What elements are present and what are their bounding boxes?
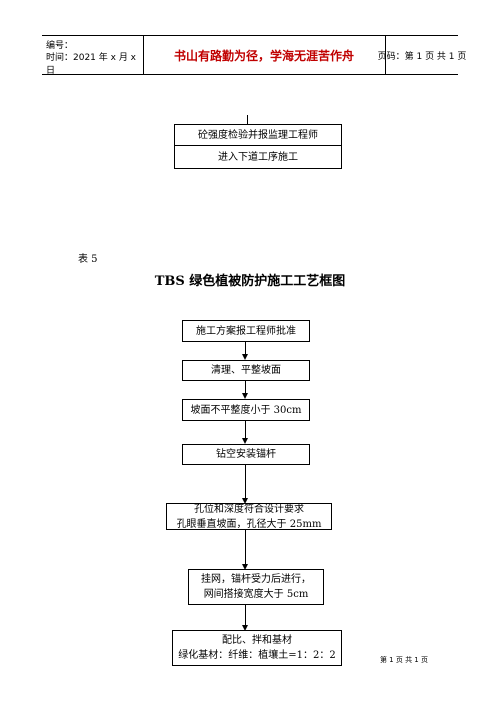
flow-connector-arrow xyxy=(242,498,248,504)
figure-title: TBS 绿色植被防护施工工艺框图 xyxy=(154,274,346,289)
flow-connector-line xyxy=(245,420,246,439)
flow-step-drill-anchor: 钻空安装锚杆 xyxy=(182,444,310,465)
top-flow-step-next-process: 进入下道工序施工 xyxy=(174,145,342,169)
flow-step-label: 坡面不平整度小于 30cm xyxy=(190,404,302,416)
flow-connector-line xyxy=(245,604,246,626)
flow-step-hole-requirements: 孔位和深度符合设计要求 孔眼垂直坡面，孔径大于 25mm xyxy=(166,503,332,530)
flow-connector-arrow xyxy=(242,625,248,631)
top-flow-step-label: 砼强度检验并报监理工程师 xyxy=(198,129,318,141)
table-label: 表 5 xyxy=(78,254,98,265)
flow-connector-line xyxy=(245,464,246,499)
flow-step-label: 绿化基材：纤维：植壤土=1：2：2 xyxy=(178,650,336,661)
top-flow-step-concrete-check: 砼强度检验并报监理工程师 xyxy=(174,124,342,146)
flow-connector-line xyxy=(245,529,246,565)
flow-connector-arrow xyxy=(242,354,248,360)
header-page-cell: 页码：第 1 页 共 1 页 xyxy=(378,36,467,74)
page-header: 编号： 时间：2021 年 x 月 x 日 书山有路勤为径，学海无涯苦作舟 页码… xyxy=(42,35,467,76)
flow-connector-line xyxy=(245,341,246,355)
flow-step-mix-substrate: 配比、拌和基材 绿化基材：纤维：植壤土=1：2：2 xyxy=(172,630,342,666)
flow-step-plan-approval: 施工方案报工程师批准 xyxy=(182,320,310,342)
header-page-info: 页码：第 1 页 共 1 页 xyxy=(377,51,467,62)
flow-step-label: 钻空安装锚杆 xyxy=(216,449,276,460)
flow-step-label: 配比、拌和基材 xyxy=(222,635,292,646)
flow-connector-line xyxy=(245,380,246,394)
document-date-label: 时间：2021 年 x 月 x 日 xyxy=(46,53,137,76)
flow-connector-arrow xyxy=(242,393,248,399)
flow-step-label: 孔位和深度符合设计要求 xyxy=(194,503,304,515)
document-number-label: 编号： xyxy=(46,41,74,51)
flow-step-label: 清理、平整坡面 xyxy=(211,365,281,376)
header-motto-cell: 书山有路勤为径，学海无涯苦作舟 xyxy=(143,36,386,74)
flow-step-flatness-check: 坡面不平整度小于 30cm xyxy=(182,399,310,421)
flow-step-hang-net: 挂网，锚杆受力后进行， 网间搭接宽度大于 5cm xyxy=(188,569,324,605)
flow-step-label: 孔眼垂直坡面，孔径大于 25mm xyxy=(176,518,322,530)
header-meta-cell: 编号： 时间：2021 年 x 月 x 日 xyxy=(42,36,144,76)
flow-step-label: 施工方案报工程师批准 xyxy=(196,325,296,337)
header-motto: 书山有路勤为径，学海无涯苦作舟 xyxy=(173,48,354,63)
flow-step-label: 挂网，锚杆受力后进行， xyxy=(201,574,311,585)
flow-connector-arrow xyxy=(242,438,248,444)
flow-step-clean-slope: 清理、平整坡面 xyxy=(182,360,310,381)
top-flow-step-label: 进入下道工序施工 xyxy=(218,151,298,163)
top-connector-line xyxy=(247,115,248,130)
flow-step-label: 网间搭接宽度大于 5cm xyxy=(203,589,309,600)
footer-page-number: 第 1 页 共 1 页 xyxy=(379,656,428,664)
flow-connector-arrow xyxy=(242,564,248,570)
